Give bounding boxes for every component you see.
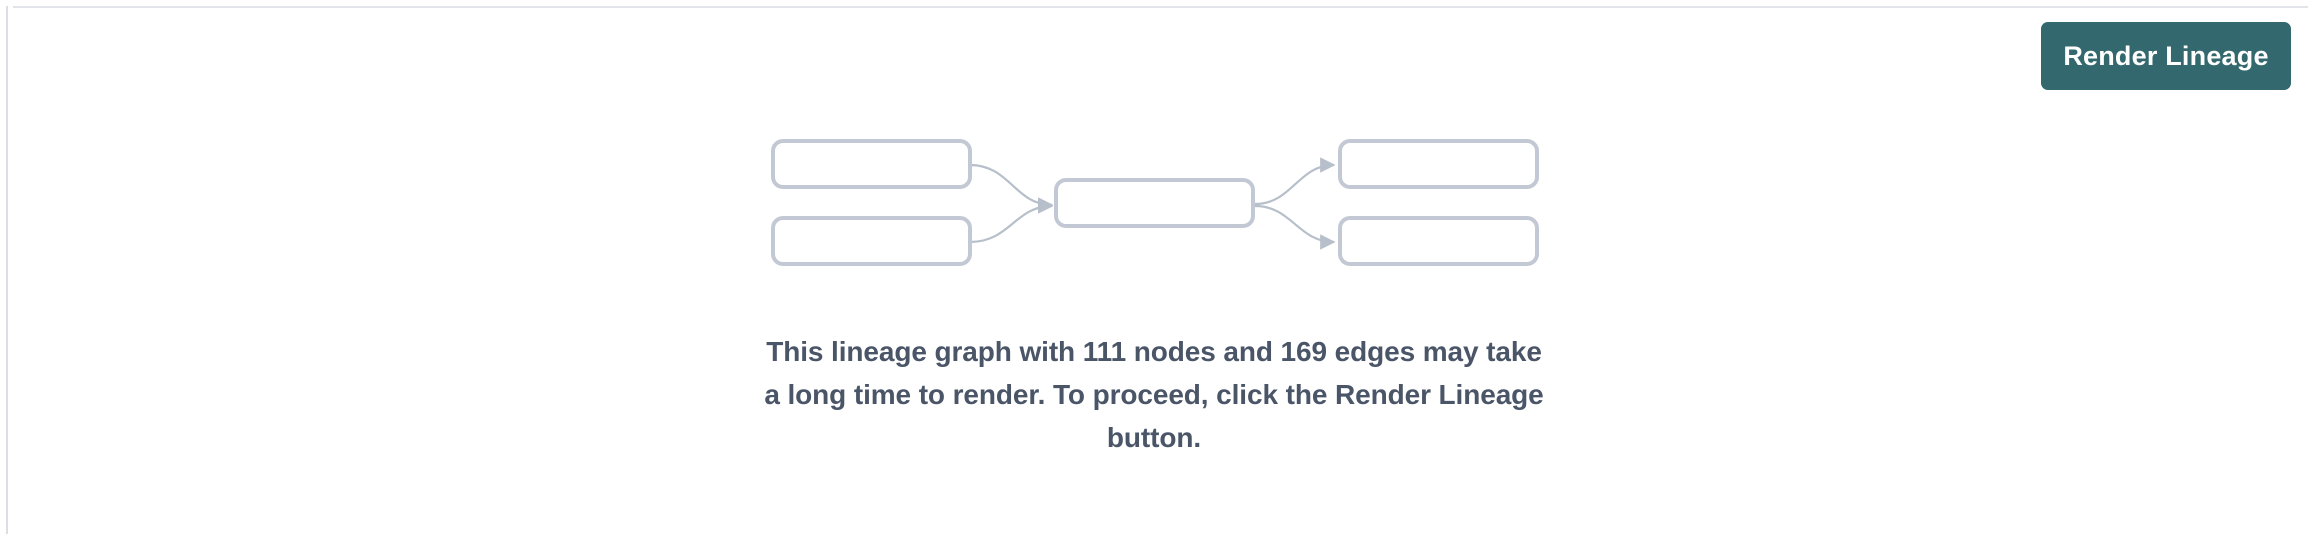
graph-node-right-top bbox=[1338, 139, 1539, 189]
edge-center-to-right-bottom bbox=[1254, 204, 1336, 250]
window-top-border bbox=[13, 6, 2308, 8]
message-line-3: button. bbox=[1106, 422, 1202, 453]
message-line-1: This lineage graph with 111 nodes and 16… bbox=[766, 336, 1542, 367]
edge-left-top-to-center bbox=[969, 163, 1054, 213]
lineage-graph-svg bbox=[771, 139, 1539, 266]
graph-node-left-bottom bbox=[771, 216, 972, 266]
graph-node-right-bottom bbox=[1338, 216, 1539, 266]
window-left-border bbox=[6, 6, 8, 534]
edge-center-to-right-top bbox=[1254, 157, 1336, 206]
message-line-2: a long time to render. To proceed, click… bbox=[764, 379, 1544, 410]
render-lineage-button[interactable]: Render Lineage bbox=[2041, 22, 2291, 90]
edge-left-bottom-to-center bbox=[969, 198, 1054, 244]
graph-node-left-top bbox=[771, 139, 972, 189]
lineage-warning-message: This lineage graph with 111 nodes and 16… bbox=[754, 330, 1554, 459]
graph-node-center bbox=[1054, 178, 1255, 228]
